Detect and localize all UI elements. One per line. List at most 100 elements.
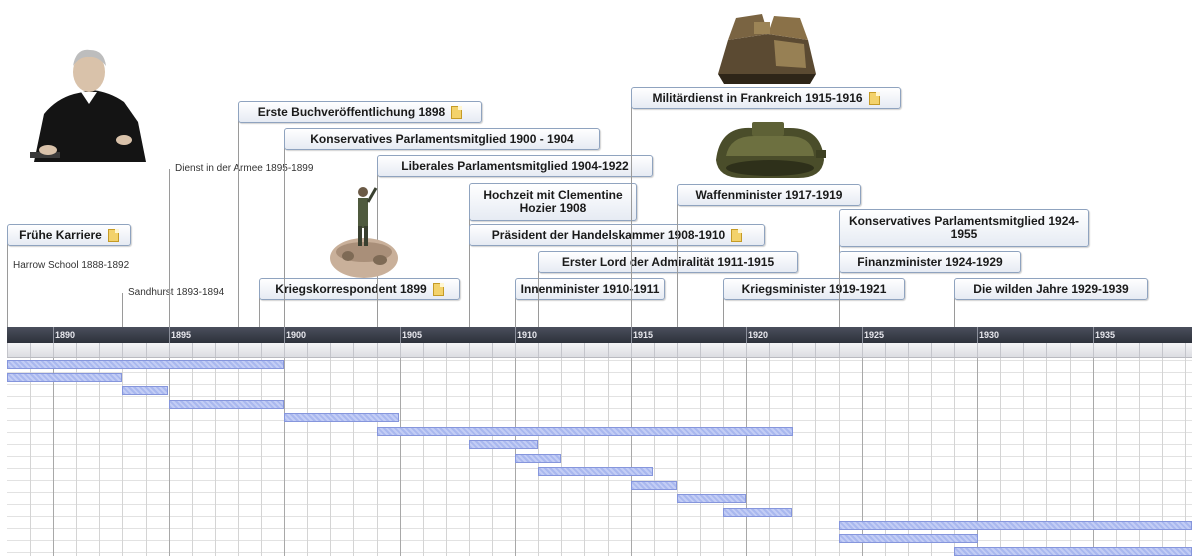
- grid-row-line: [7, 456, 1192, 457]
- major-grid-line: [1093, 357, 1094, 556]
- axis-minor-tick: [215, 343, 216, 357]
- event-label-box[interactable]: Erste Buchveröffentlichung 1898: [238, 101, 482, 123]
- axis-minor-tick: [400, 343, 401, 357]
- duration-bar[interactable]: [677, 494, 746, 503]
- minor-grid-line: [492, 357, 493, 556]
- duration-bar[interactable]: [538, 467, 653, 476]
- axis-tick-label: 1890: [55, 330, 76, 340]
- minor-grid-line: [908, 357, 909, 556]
- event-label-box[interactable]: Hochzeit mit Clementine Hozier 1908: [469, 183, 637, 221]
- minor-grid-line: [353, 357, 354, 556]
- event-connector-line: [677, 195, 678, 327]
- axis-minor-tick: [284, 343, 285, 357]
- event-label-text: Konservatives Parlamentsmitglied 1900 - …: [310, 131, 574, 146]
- axis-tick: [862, 327, 863, 343]
- event-label-text: Frühe Karriere: [19, 227, 102, 242]
- duration-bar[interactable]: [7, 360, 284, 369]
- axis-minor-tick: [700, 343, 701, 357]
- minor-grid-line: [839, 357, 840, 556]
- event-label-box[interactable]: Präsident der Handelskammer 1908-1910: [469, 224, 765, 246]
- note-icon[interactable]: [432, 282, 444, 296]
- axis-tick: [515, 327, 516, 343]
- duration-bar[interactable]: [515, 454, 561, 463]
- axis-minor-tick: [792, 343, 793, 357]
- grid-row-line: [7, 516, 1192, 517]
- event-label-text: Erste Buchveröffentlichung 1898: [257, 104, 446, 119]
- axis-minor-tick: [515, 343, 516, 357]
- duration-bar[interactable]: [169, 400, 284, 409]
- duration-bar[interactable]: [122, 386, 168, 395]
- minor-grid-line: [815, 357, 816, 556]
- event-label-box[interactable]: Die wilden Jahre 1929-1939: [954, 278, 1148, 300]
- event-label-box[interactable]: Kriegsminister 1919-1921: [723, 278, 905, 300]
- note-icon[interactable]: [451, 105, 463, 119]
- event-label-box[interactable]: Frühe Karriere: [7, 224, 131, 246]
- grid-row-line: [7, 372, 1192, 373]
- minor-grid-line: [192, 357, 193, 556]
- axis-minor-tick: [723, 343, 724, 357]
- axis-minor-tick: [1070, 343, 1071, 357]
- major-grid-line: [631, 357, 632, 556]
- minor-grid-line: [423, 357, 424, 556]
- event-label-box[interactable]: Konservatives Parlamentsmitglied 1900 - …: [284, 128, 600, 150]
- event-label-text: Kriegskorrespondent 1899: [275, 281, 427, 296]
- duration-bar[interactable]: [377, 427, 793, 436]
- grid-row-line: [7, 480, 1192, 481]
- event-label-box[interactable]: Militärdienst in Frankreich 1915-1916: [631, 87, 901, 109]
- axis-minor-tick: [1000, 343, 1001, 357]
- event-connector-line: [954, 289, 955, 327]
- axis-minor-tick: [330, 343, 331, 357]
- minor-grid-line: [215, 357, 216, 556]
- duration-bar[interactable]: [954, 547, 1192, 556]
- event-label-text: Waffenminister 1917-1919: [695, 187, 843, 202]
- event-label-box[interactable]: Liberales Parlamentsmitglied 1904-1922: [377, 155, 653, 177]
- minor-grid-line: [122, 357, 123, 556]
- axis-minor-tick: [1093, 343, 1094, 357]
- minor-grid-line: [1139, 357, 1140, 556]
- minor-grid-line: [99, 357, 100, 556]
- grid-row-line: [7, 360, 1192, 361]
- event-label-box[interactable]: Erster Lord der Admiralität 1911-1915: [538, 251, 798, 273]
- event-plain-label: Dienst in der Armee 1895-1899: [175, 163, 314, 174]
- grid-row-line: [7, 492, 1192, 493]
- axis-minor-tick: [954, 343, 955, 357]
- axis-minor-tick: [377, 343, 378, 357]
- axis-minor-tick: [1116, 343, 1117, 357]
- duration-bar[interactable]: [7, 373, 122, 382]
- note-icon[interactable]: [107, 228, 119, 242]
- duration-bar[interactable]: [839, 534, 978, 543]
- note-icon[interactable]: [731, 228, 743, 242]
- major-grid-line: [284, 357, 285, 556]
- minor-grid-line: [330, 357, 331, 556]
- axis-minor-tick: [885, 343, 886, 357]
- minor-grid-line: [654, 357, 655, 556]
- major-grid-line: [862, 357, 863, 556]
- event-label-text: Erster Lord der Admiralität 1911-1915: [561, 254, 775, 269]
- duration-bar[interactable]: [284, 413, 399, 422]
- note-icon[interactable]: [868, 91, 880, 105]
- duration-bar[interactable]: [839, 521, 1192, 530]
- event-label-box[interactable]: Waffenminister 1917-1919: [677, 184, 861, 206]
- axis-minor-tick: [1185, 343, 1186, 357]
- minor-grid-line: [261, 357, 262, 556]
- event-label-box[interactable]: Konservatives Parlamentsmitglied 1924-19…: [839, 209, 1089, 247]
- event-label-box[interactable]: Finanzminister 1924-1929: [839, 251, 1021, 273]
- axis-minor-tick: [1046, 343, 1047, 357]
- event-connector-line: [515, 289, 516, 327]
- event-connector-line: [238, 112, 239, 327]
- axis-minor-tick: [908, 343, 909, 357]
- minor-grid-line: [76, 357, 77, 556]
- churchill-portrait-image: [26, 44, 156, 164]
- event-label-text: Liberales Parlamentsmitglied 1904-1922: [401, 158, 629, 173]
- axis-minor-tick: [7, 343, 8, 357]
- event-label-box[interactable]: Kriegskorrespondent 1899: [259, 278, 460, 300]
- minor-grid-line: [1162, 357, 1163, 556]
- duration-bar[interactable]: [723, 508, 792, 517]
- event-label-box[interactable]: Innenminister 1910-1911: [515, 278, 665, 300]
- event-connector-line: [723, 289, 724, 327]
- duration-bar[interactable]: [469, 440, 538, 449]
- axis-tick: [284, 327, 285, 343]
- minor-grid-line: [954, 357, 955, 556]
- duration-bar[interactable]: [631, 481, 677, 490]
- minor-grid-line: [146, 357, 147, 556]
